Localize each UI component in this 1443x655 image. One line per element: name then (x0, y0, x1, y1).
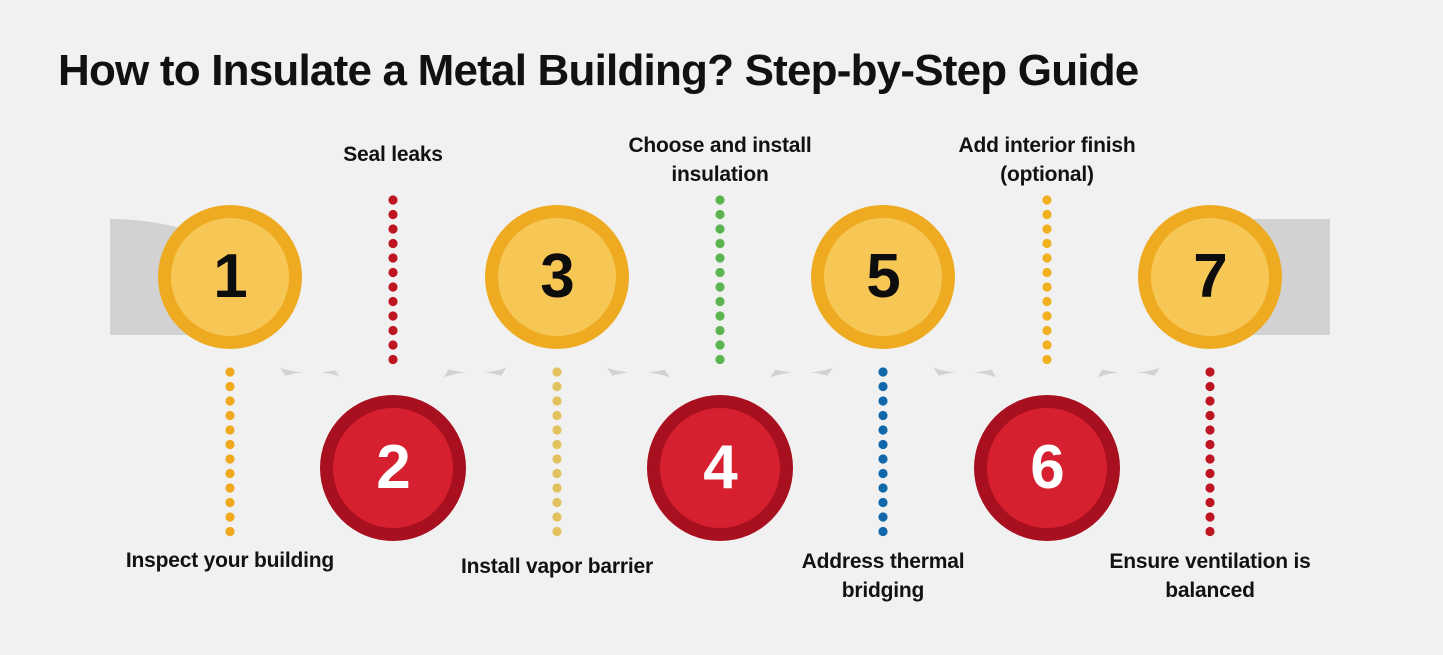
step-label-6: Add interior finish (optional) (958, 134, 1136, 187)
step-label-5: Address thermal bridging (801, 550, 965, 603)
step-number-1: 1 (213, 242, 247, 311)
step-circle-inner-2: 2 (333, 408, 453, 528)
step-circle-inner-5: 5 (824, 218, 942, 336)
step-circle-6[interactable]: 6 (974, 395, 1120, 541)
dotted-connector-step-4 (715, 195, 725, 365)
step-number-6: 6 (1030, 433, 1064, 502)
step-circle-inner-6: 6 (987, 408, 1107, 528)
step-number-4: 4 (703, 433, 737, 502)
step-circle-1[interactable]: 1 (158, 205, 302, 349)
step-circle-2[interactable]: 2 (320, 395, 466, 541)
step-label-7: Ensure ventilation is balanced (1109, 550, 1311, 603)
step-label-2: Seal leaks (343, 143, 443, 166)
step-circle-inner-3: 3 (498, 218, 616, 336)
step-label-3: Install vapor barrier (461, 555, 653, 578)
step-label-1: Inspect your building (125, 549, 335, 572)
dotted-connector-step-7 (1205, 367, 1215, 537)
step-number-7: 7 (1193, 242, 1227, 311)
step-circle-inner-1: 1 (171, 218, 289, 336)
dotted-connector-step-6 (1042, 195, 1052, 365)
dotted-connector-step-3 (552, 367, 562, 537)
step-label-4: Choose and install insulation (628, 134, 812, 187)
step-number-3: 3 (540, 242, 574, 311)
step-circle-4[interactable]: 4 (647, 395, 793, 541)
dotted-connector-step-2 (388, 195, 398, 365)
step-number-2: 2 (376, 433, 410, 502)
step-circle-5[interactable]: 5 (811, 205, 955, 349)
page-title: How to Insulate a Metal Building? Step-b… (58, 46, 1139, 95)
step-number-5: 5 (866, 242, 900, 311)
step-circle-3[interactable]: 3 (485, 205, 629, 349)
step-circle-inner-4: 4 (660, 408, 780, 528)
step-circle-7[interactable]: 7 (1138, 205, 1282, 349)
dotted-connector-step-5 (878, 367, 888, 537)
step-circle-inner-7: 7 (1151, 218, 1269, 336)
dotted-connector-step-1 (225, 367, 235, 537)
